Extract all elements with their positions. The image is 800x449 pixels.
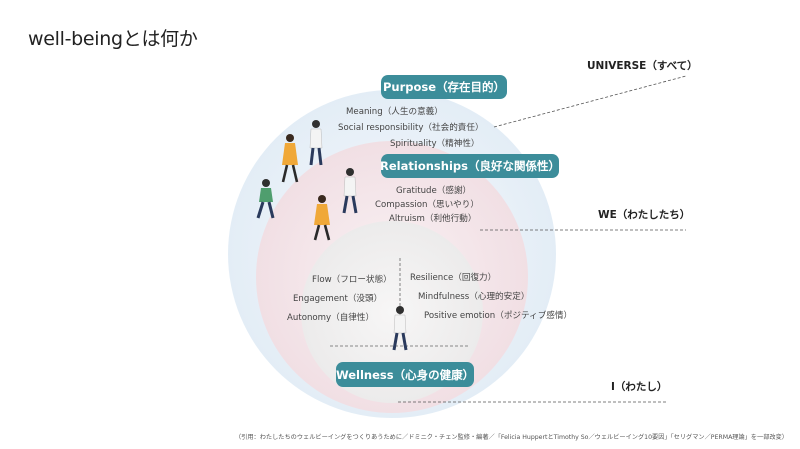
purpose-item-meaning: Meaning（人生の意義） <box>346 107 443 117</box>
person-orange-coat-top <box>281 134 299 183</box>
wellness-item-resilience: Resilience（回復力） <box>410 273 497 283</box>
person-green-shirt <box>256 179 275 219</box>
wellness-item-positive-emotion: Positive emotion（ポジティブ感情） <box>424 311 573 321</box>
purpose-item-social-responsibility: Social responsibility（社会的責任） <box>338 123 484 133</box>
citation-text: （引用：わたしたちのウェルビーイングをつくりあうために／ドミニク・チェン監修・編… <box>234 434 788 441</box>
level-we: WE（わたしたち） <box>598 209 691 221</box>
person-orange-coat-middle <box>313 195 331 241</box>
person-white-coat-middle <box>342 168 358 214</box>
wellness-label: Wellness（心身の健康） <box>336 362 474 387</box>
wellness-item-autonomy: Autonomy（自律性） <box>287 313 375 323</box>
relationships-item-gratitude: Gratitude（感謝） <box>396 186 472 196</box>
universe-leader-line <box>493 75 687 128</box>
wellness-item-flow: Flow（フロー状態） <box>312 275 392 285</box>
inner-circle-i <box>301 221 483 403</box>
person-white-coat-top <box>309 120 323 166</box>
level-universe: UNIVERSE（すべて） <box>587 60 698 72</box>
wellness-item-engagement: Engagement（没頭） <box>293 294 383 304</box>
purpose-label: Purpose（存在目的） <box>381 75 507 99</box>
page-title: well-beingとは何か <box>28 28 198 50</box>
purpose-item-spirituality: Spirituality（精神性） <box>390 139 480 149</box>
wellness-item-mindfulness: Mindfulness（心理的安定） <box>418 292 530 302</box>
relationships-item-compassion: Compassion（思いやり） <box>375 200 479 210</box>
level-i: I（わたし） <box>611 381 668 393</box>
relationships-item-altruism: Altruism（利他行動） <box>389 214 477 224</box>
relationships-label: Relationships（良好な関係性） <box>380 154 560 178</box>
person-white-coat-center <box>392 306 408 351</box>
